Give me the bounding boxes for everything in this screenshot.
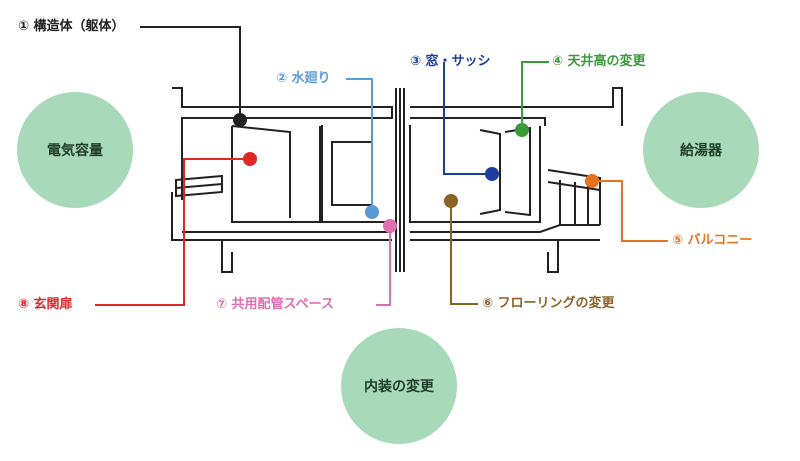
leader-shared-pipe bbox=[376, 226, 391, 306]
leader-water bbox=[346, 78, 373, 212]
label-entrance: ⑧ 玄関扉 bbox=[18, 297, 73, 312]
circle-water-heater: 給湯器 bbox=[643, 92, 759, 208]
leader-flooring bbox=[450, 201, 478, 305]
label-balcony: ⑤ バルコニー bbox=[672, 233, 753, 248]
circle-water-heater-label: 給湯器 bbox=[680, 143, 722, 159]
dot-balcony bbox=[585, 174, 599, 188]
leader-balcony bbox=[592, 180, 668, 242]
dot-ceiling bbox=[515, 123, 529, 137]
leader-entrance bbox=[95, 158, 250, 306]
circle-electric-capacity: 電気容量 bbox=[17, 92, 133, 208]
building-outline bbox=[171, 87, 623, 273]
leader-window bbox=[443, 62, 492, 175]
label-structure: ① 構造体（躯体） bbox=[18, 19, 125, 34]
dot-shared-pipe bbox=[383, 219, 397, 233]
circle-electric-capacity-label: 電気容量 bbox=[47, 143, 103, 159]
label-window: ③ 窓・サッシ bbox=[410, 54, 491, 69]
dot-water bbox=[365, 205, 379, 219]
circle-interior-change-label: 内装の変更 bbox=[364, 379, 434, 395]
label-ceiling: ④ 天井高の変更 bbox=[552, 54, 646, 69]
circle-interior-change: 内装の変更 bbox=[341, 328, 457, 444]
dot-flooring bbox=[444, 194, 458, 208]
dot-window bbox=[485, 167, 499, 181]
dot-structure bbox=[233, 113, 247, 127]
label-flooring: ⑥ フローリングの変更 bbox=[482, 296, 615, 311]
label-water: ② 水廻り bbox=[276, 71, 331, 86]
dot-entrance bbox=[243, 152, 257, 166]
leader-ceiling bbox=[521, 61, 549, 130]
leader-structure bbox=[140, 26, 241, 120]
leader-lines bbox=[95, 26, 668, 306]
marker-dots bbox=[233, 113, 599, 233]
label-shared-pipe: ⑦ 共用配管スペース bbox=[216, 297, 334, 312]
